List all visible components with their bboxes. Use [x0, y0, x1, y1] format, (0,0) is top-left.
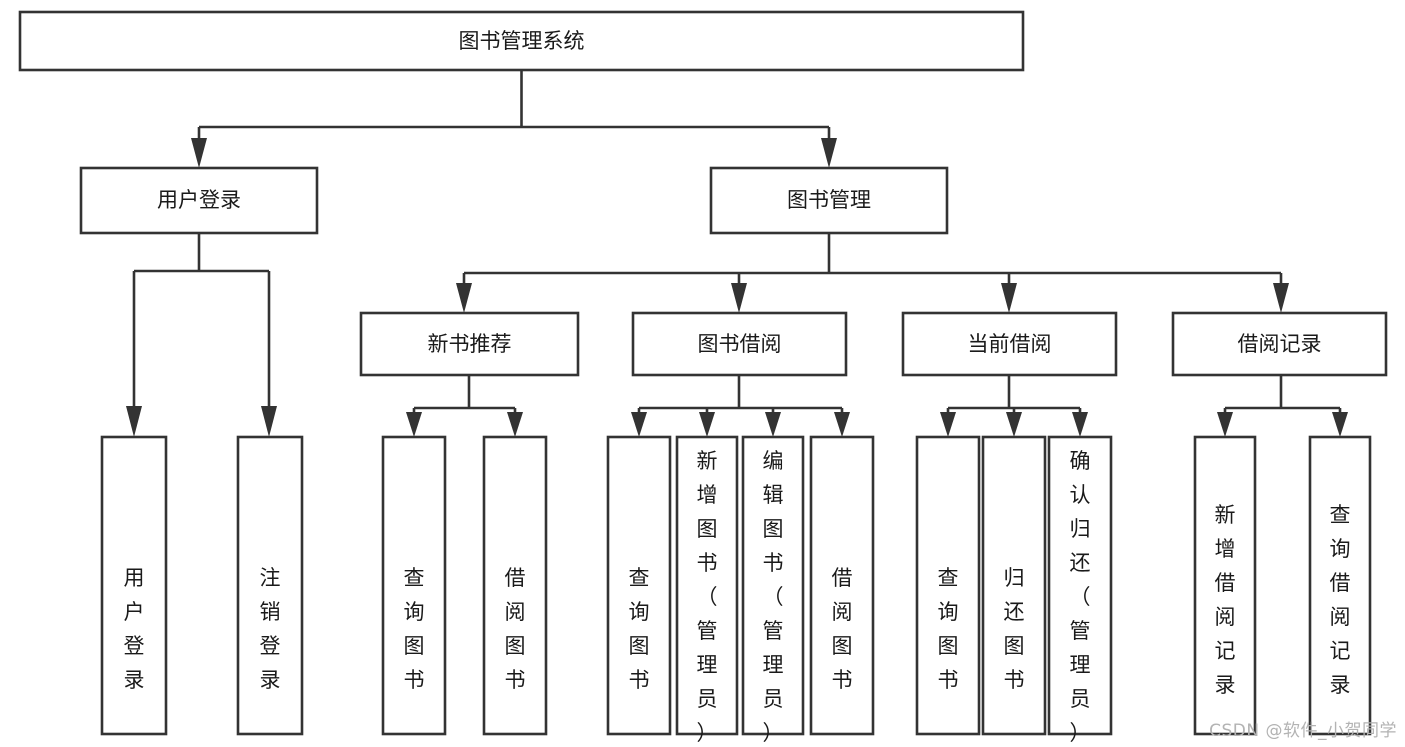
- node-root-label: 图书管理系统: [459, 29, 585, 53]
- node-current-borrow-label: 当前借阅: [968, 332, 1052, 356]
- arrowhead-nb-query: [406, 412, 422, 437]
- arrowhead-br-query: [1332, 412, 1348, 437]
- node-user-login[interactable]: 用户登录: [79, 166, 319, 235]
- node-leaf-br-add-record[interactable]: 新增借阅记录: [1193, 435, 1257, 736]
- arrowhead-bb-add: [699, 412, 715, 437]
- arrowhead-cb-query: [940, 412, 956, 437]
- node-leaf-bb-add-book-box[interactable]: [675, 435, 739, 736]
- node-book-borrow-label: 图书借阅: [698, 332, 782, 356]
- arrowhead-current-borrow: [1001, 283, 1017, 313]
- node-leaf-nb-borrow-book-box[interactable]: [482, 435, 548, 736]
- node-new-book-recommend[interactable]: 新书推荐: [359, 311, 580, 377]
- node-leaf-user-logout-label: 注销登录: [260, 566, 281, 692]
- node-new-book-recommend-label: 新书推荐: [428, 332, 512, 356]
- node-leaf-bb-borrow-book-box[interactable]: [809, 435, 875, 736]
- node-book-borrow[interactable]: 图书借阅: [631, 311, 848, 377]
- arrowhead-user-login: [191, 138, 207, 168]
- node-leaf-user-login-box[interactable]: [100, 435, 168, 736]
- node-book-manage-box[interactable]: [709, 166, 949, 235]
- node-borrow-record-box[interactable]: [1171, 311, 1388, 377]
- arrowhead-nb-borrow: [507, 412, 523, 437]
- node-leaf-bb-query-book-box[interactable]: [606, 435, 672, 736]
- arrowhead-bb-edit: [765, 412, 781, 437]
- node-leaf-br-add-record-box[interactable]: [1193, 435, 1257, 736]
- arrowhead-book-manage: [821, 138, 837, 168]
- node-leaf-br-query-record-label: 查询借阅记录: [1330, 503, 1351, 697]
- node-leaf-cb-confirm-return-label: 确认归还（管理员）: [1070, 449, 1091, 745]
- node-leaf-cb-query-book-label: 查询图书: [938, 566, 959, 692]
- node-leaf-user-logout[interactable]: 注销登录: [236, 435, 304, 736]
- node-leaf-br-query-record-box[interactable]: [1308, 435, 1372, 736]
- arrowhead-leaf-user-logout: [261, 406, 277, 437]
- node-leaf-nb-borrow-book-label: 借阅图书: [505, 566, 526, 692]
- node-leaf-bb-edit-book-label: 编辑图书（管理员）: [763, 449, 784, 745]
- node-borrow-record[interactable]: 借阅记录: [1171, 311, 1388, 377]
- arrowhead-cb-confirm: [1072, 412, 1088, 437]
- connector-group: [126, 70, 1348, 437]
- node-leaf-br-query-record[interactable]: 查询借阅记录: [1308, 435, 1372, 736]
- node-leaf-nb-query-book-box[interactable]: [381, 435, 447, 736]
- node-borrow-record-label: 借阅记录: [1238, 332, 1322, 356]
- arrowhead-new-book: [456, 283, 472, 313]
- node-book-borrow-box[interactable]: [631, 311, 848, 377]
- arrowhead-leaf-user-login: [126, 406, 142, 437]
- node-new-book-recommend-box[interactable]: [359, 311, 580, 377]
- node-root-box[interactable]: [18, 10, 1025, 72]
- node-leaf-bb-edit-book-box[interactable]: [741, 435, 805, 736]
- node-leaf-cb-return-book-box[interactable]: [981, 435, 1047, 736]
- arrowhead-cb-return: [1006, 412, 1022, 437]
- node-current-borrow-box[interactable]: [901, 311, 1118, 377]
- node-leaf-bb-add-book-label: 新增图书（管理员）: [697, 449, 718, 745]
- node-leaf-cb-query-book[interactable]: 查询图书: [915, 435, 981, 736]
- node-leaf-cb-confirm-return-box[interactable]: [1047, 435, 1113, 736]
- node-root[interactable]: 图书管理系统: [18, 10, 1025, 72]
- node-leaf-nb-query-book-label: 查询图书: [404, 566, 425, 692]
- node-current-borrow[interactable]: 当前借阅: [901, 311, 1118, 377]
- node-leaf-bb-add-book[interactable]: 新增图书（管理员）: [675, 435, 739, 745]
- node-leaf-cb-return-book-label: 归还图书: [1004, 566, 1025, 692]
- node-leaf-bb-borrow-book[interactable]: 借阅图书: [809, 435, 875, 736]
- node-leaf-bb-edit-book[interactable]: 编辑图书（管理员）: [741, 435, 805, 745]
- node-leaf-user-login[interactable]: 用户登录: [100, 435, 168, 736]
- node-book-manage-label: 图书管理: [787, 188, 871, 212]
- arrowhead-br-add: [1217, 412, 1233, 437]
- node-user-login-label: 用户登录: [157, 188, 241, 212]
- node-leaf-bb-query-book-label: 查询图书: [629, 566, 650, 692]
- arrowhead-bb-query: [631, 412, 647, 437]
- node-book-manage[interactable]: 图书管理: [709, 166, 949, 235]
- node-leaf-cb-query-book-box[interactable]: [915, 435, 981, 736]
- arrowhead-borrow-record: [1273, 283, 1289, 313]
- node-leaf-cb-return-book[interactable]: 归还图书: [981, 435, 1047, 736]
- node-leaf-bb-borrow-book-label: 借阅图书: [832, 566, 853, 692]
- node-leaf-nb-borrow-book[interactable]: 借阅图书: [482, 435, 548, 736]
- node-leaf-cb-confirm-return[interactable]: 确认归还（管理员）: [1047, 435, 1113, 745]
- node-leaf-bb-query-book[interactable]: 查询图书: [606, 435, 672, 736]
- node-leaf-nb-query-book[interactable]: 查询图书: [381, 435, 447, 736]
- node-leaf-user-logout-box[interactable]: [236, 435, 304, 736]
- node-leaf-br-add-record-label: 新增借阅记录: [1215, 503, 1236, 697]
- node-user-login-box[interactable]: [79, 166, 319, 235]
- csdn-watermark: CSDN @软件_小贺同学: [1209, 721, 1397, 741]
- node-leaf-user-login-label: 用户登录: [124, 566, 145, 692]
- arrowhead-bb-borrow: [834, 412, 850, 437]
- arrowhead-book-borrow: [731, 283, 747, 313]
